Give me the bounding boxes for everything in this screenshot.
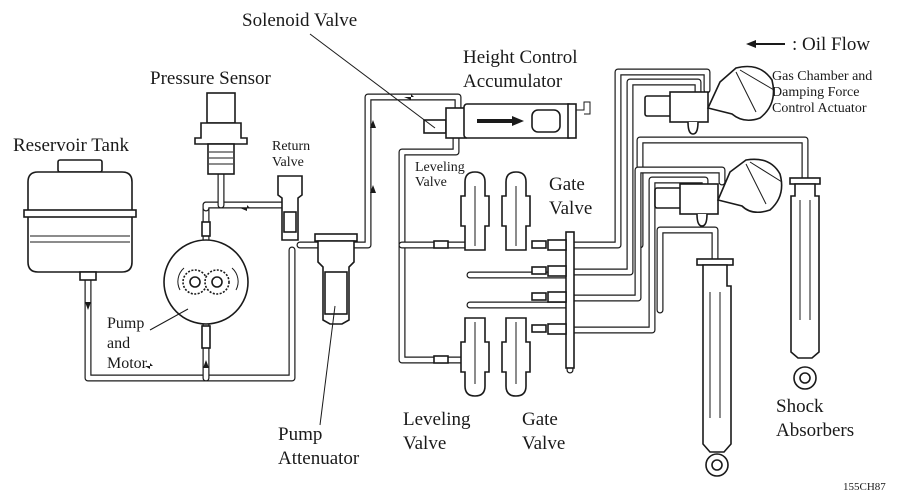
- label-leveling-valve-top-1: Leveling: [415, 160, 465, 175]
- reservoir-tank: [23, 159, 137, 281]
- label-gas-chamber-3: Control Actuator: [772, 101, 867, 116]
- connector: [433, 239, 567, 364]
- height-control-accumulator: [463, 101, 591, 139]
- leader-solenoid: [309, 33, 436, 129]
- label-accumulator-2: Accumulator: [463, 71, 563, 92]
- legend-label: : Oil Flow: [792, 34, 870, 55]
- label-pump-motor-2: and: [107, 335, 130, 352]
- label-pump-motor-1: Pump: [107, 315, 144, 332]
- pump-attenuator: [314, 233, 358, 325]
- label-shock-absorbers-1: Shock: [776, 396, 824, 417]
- shock-absorber-left: [696, 258, 734, 477]
- leader-attenuator: [319, 305, 336, 426]
- label-pressure-sensor: Pressure Sensor: [150, 68, 272, 89]
- leader-pump: [149, 308, 189, 331]
- label-return-valve-2: Valve: [272, 155, 304, 170]
- label-shock-absorbers-2: Absorbers: [776, 420, 854, 441]
- label-leveling-valve-top-2: Valve: [415, 175, 447, 190]
- label-return-valve-1: Return: [272, 139, 310, 154]
- arrow-left-icon: [746, 40, 785, 48]
- solenoid-valve: [423, 107, 467, 139]
- label-pump-motor-3: Motor: [107, 355, 148, 372]
- label-reservoir-tank: Reservoir Tank: [13, 135, 129, 156]
- leveling-valve-top: [460, 171, 490, 251]
- label-gate-valve-bottom-1: Gate: [522, 409, 558, 430]
- return-valve: [277, 175, 303, 241]
- pump-and-motor: [163, 221, 249, 349]
- pressure-sensor: [194, 92, 248, 175]
- label-gate-valve-top-1: Gate: [549, 174, 585, 195]
- damping-actuator-upper: [644, 65, 775, 135]
- label-accumulator-1: Height Control: [463, 47, 578, 68]
- damping-actuator-lower: [654, 158, 783, 227]
- label-pump-attenuator-1: Pump: [278, 424, 322, 445]
- label-gate-valve-top-2: Valve: [549, 198, 592, 219]
- label-gas-chamber-2: Damping Force: [772, 85, 859, 100]
- shock-absorber-right: [789, 177, 821, 390]
- label-solenoid-valve: Solenoid Valve: [242, 10, 357, 31]
- label-gas-chamber-1: Gas Chamber and: [772, 69, 872, 84]
- label-leveling-valve-bottom-1: Leveling: [403, 409, 471, 430]
- label-gate-valve-bottom-2: Valve: [522, 433, 565, 454]
- valve-block: [433, 231, 575, 369]
- label-leveling-valve-bottom-2: Valve: [403, 433, 446, 454]
- label-pump-attenuator-2: Attenuator: [278, 448, 360, 469]
- leveling-valve-bottom: [460, 317, 490, 397]
- gate-valve-top: [501, 171, 531, 251]
- figure-code: 155CH87: [843, 481, 886, 493]
- oil-flow-legend: : Oil Flow: [746, 34, 870, 55]
- gate-valve-bottom: [501, 317, 531, 397]
